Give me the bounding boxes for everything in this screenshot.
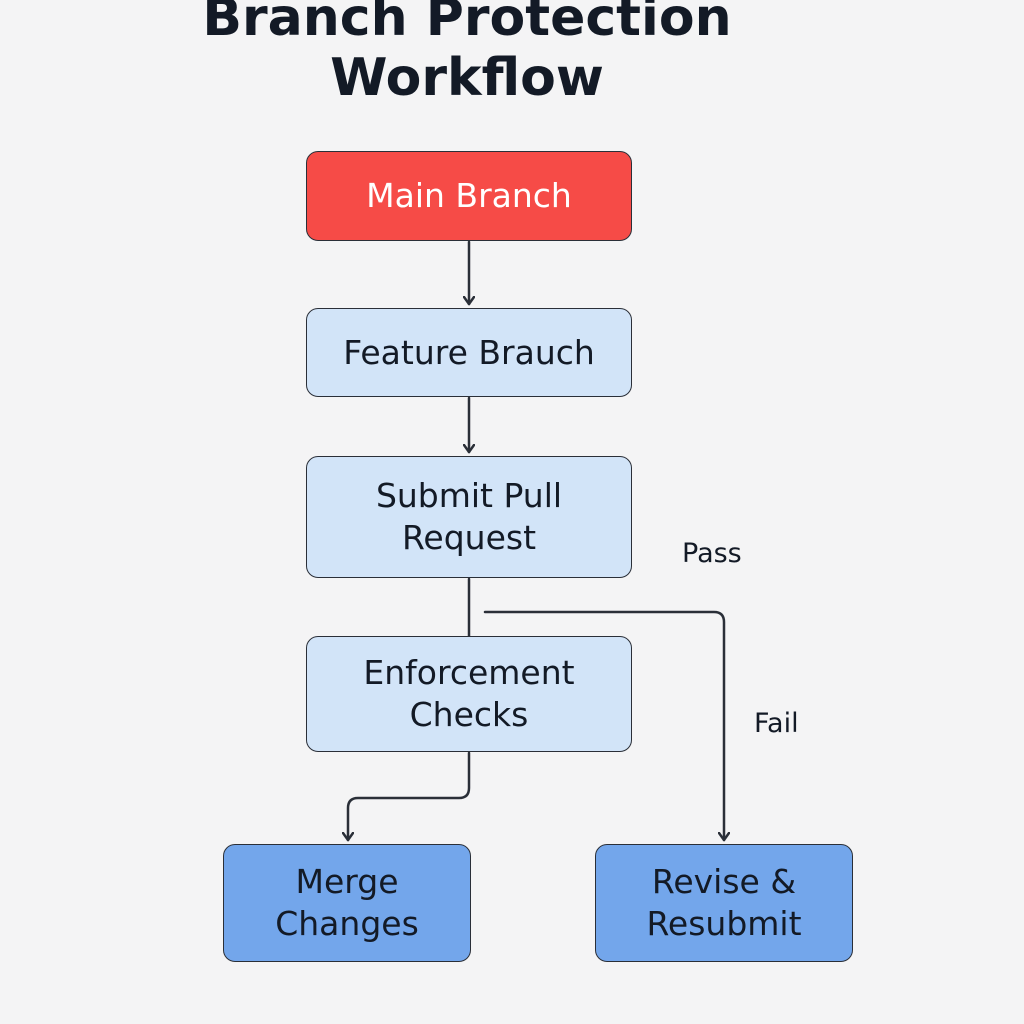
node-main-branch-label: Main Branch	[366, 176, 572, 215]
node-merge-changes: Merge Changes	[223, 844, 471, 962]
node-submit-pr-line2: Request	[401, 518, 537, 557]
edge-label-pass: Pass	[682, 538, 742, 569]
node-merge-changes-line1: Merge	[295, 862, 399, 901]
node-main-branch: Main Branch	[306, 151, 632, 241]
node-revise-resubmit-line1: Revise &	[651, 862, 797, 901]
arrow-fail-to-revise	[483, 610, 724, 842]
arrow-checks-to-merge	[348, 751, 471, 842]
node-submit-pr-line1: Submit Pull	[375, 476, 563, 515]
node-revise-resubmit: Revise & Resubmit	[595, 844, 853, 962]
node-feature-branch-label: Feature Brauch	[343, 332, 595, 372]
edge-label-fail: Fail	[754, 708, 799, 739]
diagram-title-line1: Branch Protection	[202, 0, 732, 48]
diagram-title-line2: Workflow	[330, 48, 604, 108]
node-merge-changes-line2: Changes	[275, 904, 419, 943]
node-enforcement-checks-line2: Checks	[409, 695, 529, 734]
node-enforcement-checks-line1: Enforcement	[363, 653, 575, 692]
node-submit-pull-request: Submit Pull Request	[306, 456, 632, 578]
node-enforcement-checks: Enforcement Checks	[306, 636, 632, 752]
node-revise-resubmit-line2: Resubmit	[646, 904, 802, 943]
node-feature-branch: Feature Brauch	[306, 308, 632, 397]
